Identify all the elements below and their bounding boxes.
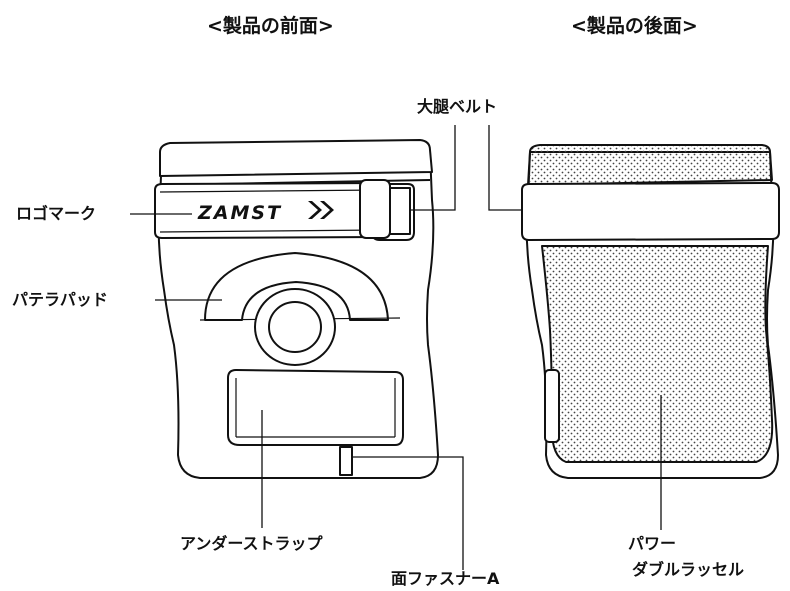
leader-lines	[130, 125, 662, 570]
power-double-raschel	[541, 245, 774, 463]
thigh-belt-label: 大腿ベルト	[417, 97, 498, 116]
logo-mark-label: ロゴマーク	[16, 204, 97, 223]
back-side-tab	[544, 369, 560, 443]
front-view-title: <製品の前面>	[207, 15, 334, 37]
fastener-a-tab	[339, 446, 353, 476]
front-top-cuff	[159, 139, 433, 177]
svg-text:ZAMST: ZAMST	[197, 202, 282, 224]
power-label-line2: ダブルラッセル	[632, 560, 745, 579]
back-thigh-belt	[521, 182, 780, 241]
under-strap	[227, 369, 404, 446]
patella-pad	[204, 252, 389, 321]
back-knee-support	[521, 144, 780, 479]
back-top-mesh	[527, 144, 773, 186]
patella-pad-label: パテラパッド	[12, 290, 108, 309]
power-label-line1: パワー	[628, 534, 677, 553]
under-strap-label: アンダーストラップ	[180, 534, 323, 553]
front-knee-support	[154, 139, 439, 479]
back-view-title: <製品の後面>	[571, 15, 698, 37]
fastener-a-label: 面ファスナーA	[391, 569, 500, 588]
zamst-logo: ZAMST	[197, 201, 334, 224]
